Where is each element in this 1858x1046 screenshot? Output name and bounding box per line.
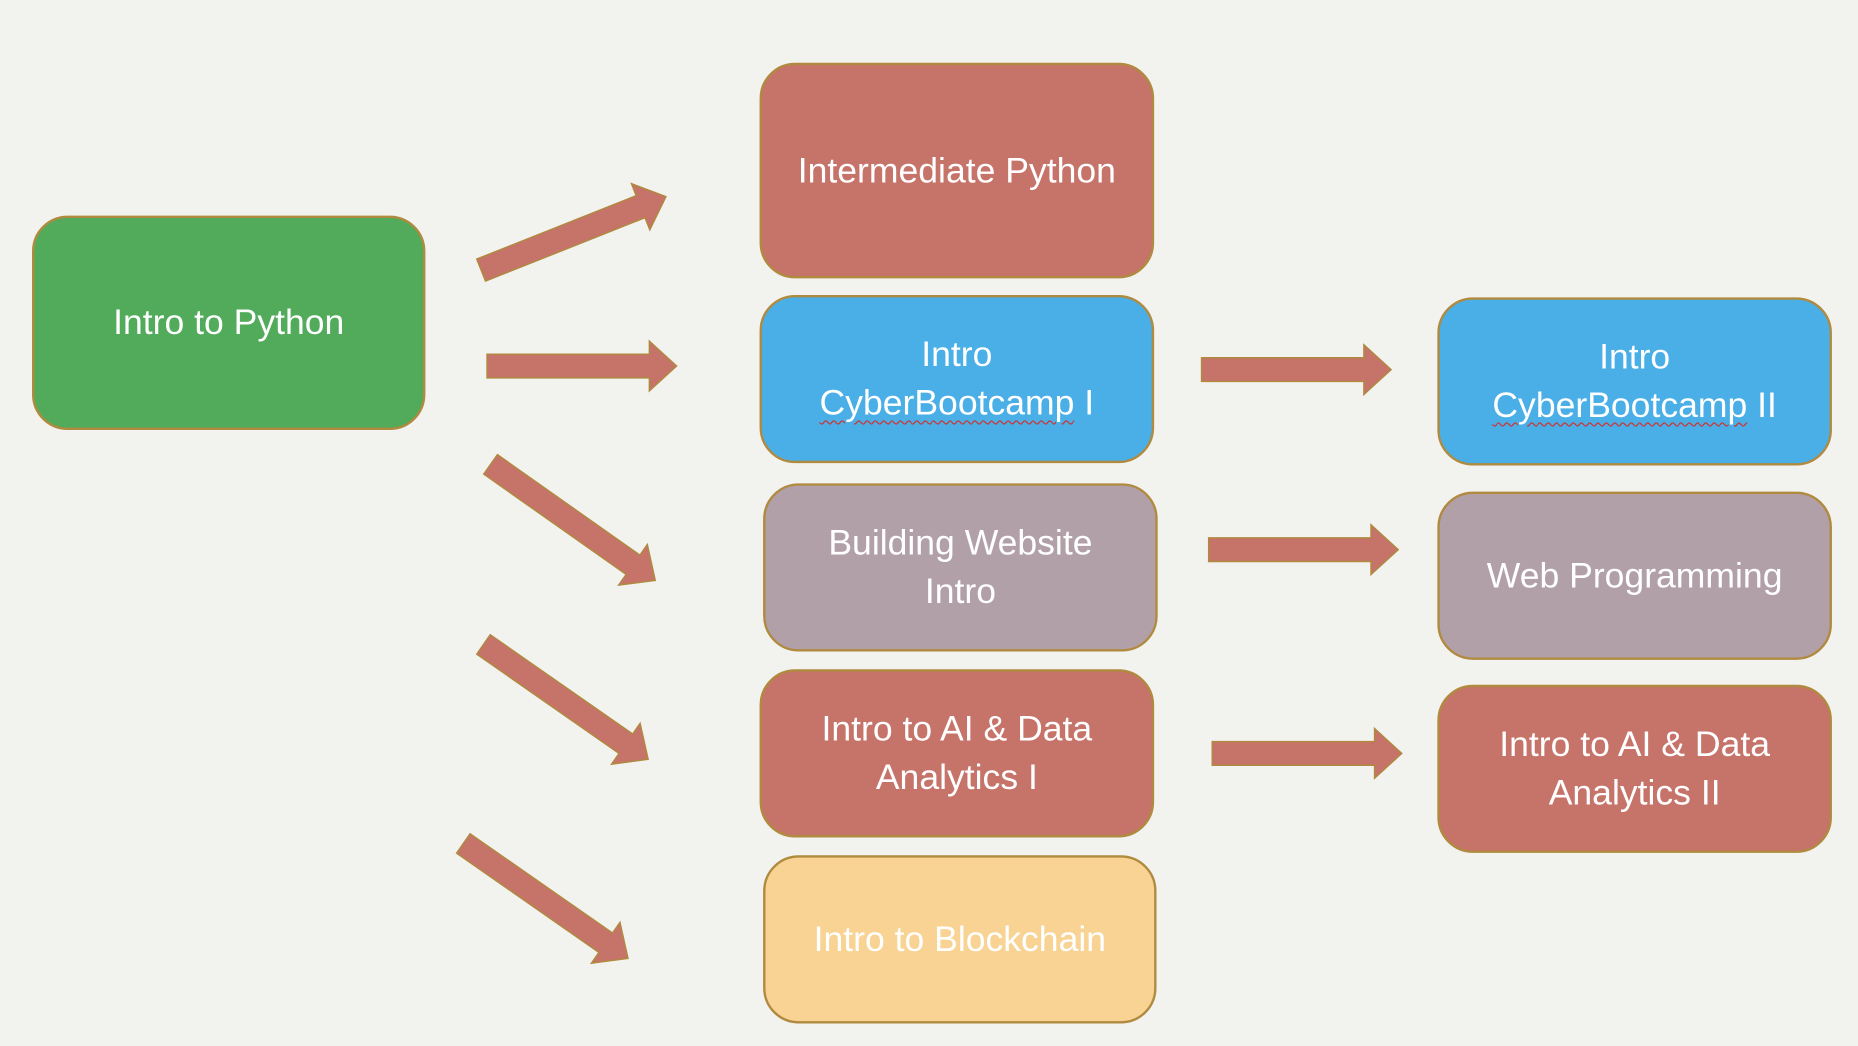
node-label-line-2: Intro xyxy=(924,572,996,612)
node-label: Intro CyberBootcamp II xyxy=(1492,333,1777,430)
node-label-line-1: Intro xyxy=(921,335,993,375)
node-label: Intermediate Python xyxy=(797,151,1116,191)
node-label: Building Website Intro xyxy=(828,519,1092,616)
node-intro-ai-data-analytics-1: Intro to AI & Data Analytics I xyxy=(759,669,1155,838)
node-label-suffix: I xyxy=(1074,383,1095,423)
node-intro-to-python: Intro to Python xyxy=(31,215,426,431)
node-label-line-2: Analytics II xyxy=(1548,773,1721,813)
node-label: Intro to Blockchain xyxy=(813,919,1107,959)
node-label-line-2: CyberBootcamp II xyxy=(1492,381,1777,430)
arrow-cyber-1-to-cyber-2 xyxy=(1200,343,1393,397)
node-label: Web Programming xyxy=(1486,556,1783,596)
node-intro-cyberbootcamp-2: Intro CyberBootcamp II xyxy=(1437,297,1832,466)
node-label-line-2: CyberBootcamp I xyxy=(820,379,1095,428)
node-label: Intro to AI & Data Analytics II xyxy=(1499,720,1770,817)
arrow-python-to-blockchain xyxy=(455,832,629,965)
arrow-python-to-cyber-1 xyxy=(486,339,678,393)
node-label-suffix: II xyxy=(1747,386,1777,426)
node-intermediate-python: Intermediate Python xyxy=(759,62,1155,279)
arrow-website-to-webprog xyxy=(1207,523,1400,577)
node-label: Intro to Python xyxy=(113,303,345,343)
node-label-line-1: Building Website xyxy=(828,523,1093,563)
node-label-line-1: Intro to AI & Data xyxy=(821,709,1093,749)
node-label-line-1: Intro to AI & Data xyxy=(1499,724,1771,765)
arrow-python-to-intermediate xyxy=(475,182,667,283)
node-label-line-2: Analytics I xyxy=(875,758,1038,798)
node-intro-to-blockchain: Intro to Blockchain xyxy=(763,855,1157,1024)
arrow-ai-1-to-ai-2 xyxy=(1211,726,1403,780)
node-label-line-1: Intro xyxy=(1599,337,1671,377)
node-web-programming: Web Programming xyxy=(1437,491,1832,660)
node-intro-cyberbootcamp-1: Intro CyberBootcamp I xyxy=(759,294,1155,464)
spellcheck-word: CyberBootcamp xyxy=(819,383,1075,423)
arrow-python-to-website xyxy=(482,453,657,586)
arrow-python-to-ai-1 xyxy=(475,633,650,766)
spellcheck-word: CyberBootcamp xyxy=(1492,386,1748,426)
node-building-website-intro: Building Website Intro xyxy=(763,483,1158,652)
node-label: Intro to AI & Data Analytics I xyxy=(821,705,1092,802)
node-intro-ai-data-analytics-2: Intro to AI & Data Analytics II xyxy=(1437,684,1832,853)
node-label: Intro CyberBootcamp I xyxy=(820,331,1095,428)
